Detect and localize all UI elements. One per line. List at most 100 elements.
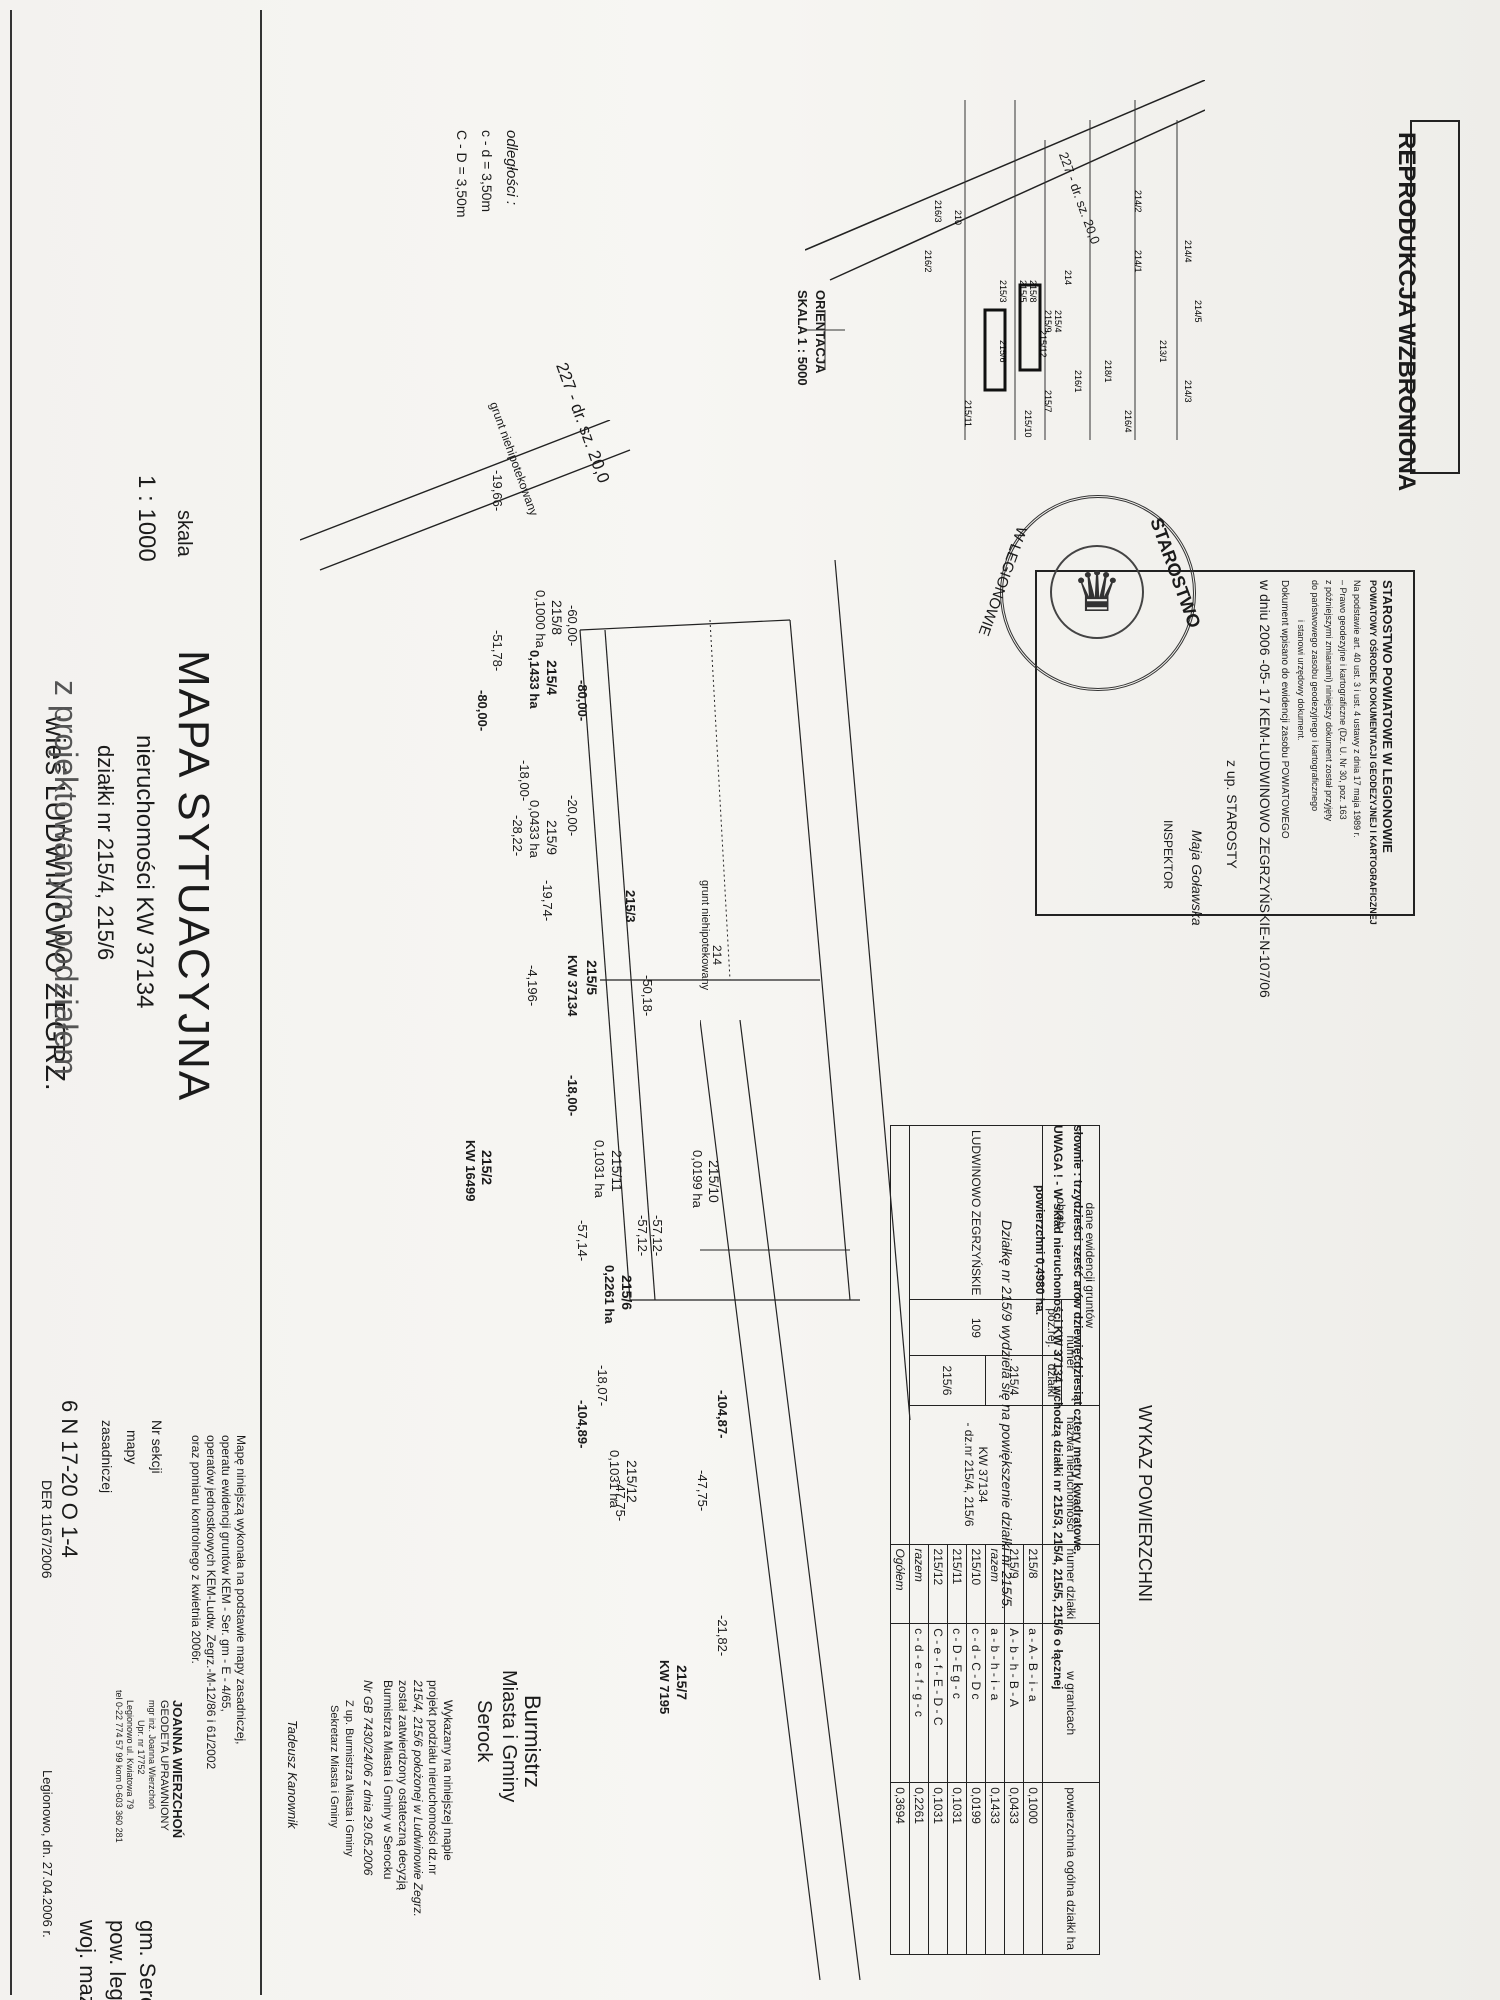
row-pow: 0,1433 [985,1782,1005,1955]
map-title: MAPA SYTUACYJNA [169,650,218,1103]
row-granice: c - d - C - D c [966,1623,986,1783]
sheet-value: 6 N 17-20 O 1-4 [57,1400,82,1558]
frame-left-border [10,10,262,1995]
row-granice [890,1623,910,1783]
row-pow: 0,1000 [1023,1782,1043,1955]
row-pow: 0,0199 [966,1782,986,1955]
inset-parcel-label: 216/3 [933,200,943,223]
burmistrz-title: Burmistrz [520,1695,545,1788]
inset-parcel-label: 214/2 [1133,190,1143,213]
inset-map: 214/2214/1213/1218/1216/1215/7215/12215/… [805,80,1205,440]
measure: -60,00- [565,605,580,647]
row-nr: 215/11 [947,1544,967,1624]
measure: -18,00- [517,760,532,802]
starostwo-line1: STAROSTWO POWIATOWE W LEGIONOWIE [1380,580,1395,853]
measure: -20,00- [565,795,580,837]
starostwo-line8: Dokument wpisano do ewidencji zasobu POW… [1279,580,1290,839]
parcel-215-4-num: 215/4 [544,660,560,696]
title-line1: nieruchomości KW 37134 [131,735,158,1009]
nazwa-cell: KW 37134 - dz.nr 215/4, 215/6 [909,1405,1043,1545]
parcel-215-11-area: 0,1031 ha [592,1140,607,1198]
inset-parcel-label: 215/3 [998,280,1008,303]
parcel-215-6-area: 0,2261 ha [602,1265,617,1324]
measure: -47,75- [695,1470,710,1512]
head-pow: powierzchnia ogólna działki ha [1042,1782,1100,1955]
grunt-label-mid: grunt niehipotekowany [699,880,711,991]
sheet-label3: zasadniczej [99,1420,115,1494]
measure: -18,00- [565,1075,580,1117]
parcel-215-6-num: 215/6 [619,1275,635,1311]
parcel-215-2-num: 215/2 [479,1150,495,1186]
row-pow: 0,3694 [890,1782,910,1955]
row-granice: C - e - f - E - D - C [928,1623,948,1783]
burmistrz-line2: Miasta i Gminy [498,1670,520,1803]
starostwo-stamp [1035,570,1415,916]
measure: -19,74- [540,880,555,922]
wykaz-table: dane ewidencji gruntów nazwa nieruchomoś… [890,1125,1100,1955]
parcel-214: 214 [710,945,724,966]
measure: -50,18- [640,975,655,1017]
approval-t9: Tadeusz Kanownik [285,1720,300,1829]
inset-parcel-label: 215/4 [1053,310,1063,333]
row-pow: 0,2261 [909,1782,929,1955]
pozrej-value: 109 [909,1299,1043,1356]
parcel-215-11-num: 215/11 [609,1150,625,1192]
starostwo-line6: do państwowego zasobu geodezyjnego i kar… [1310,580,1320,812]
scale-value: 1 : 1000 [133,475,160,562]
parcel-215-7-num: 215/7 [674,1665,690,1701]
inset-parcel-label: 210 [953,210,963,225]
row-nr: 215/12 [928,1544,948,1624]
inset-parcel-label: 214/4 [1183,240,1193,263]
uwaga-line1: UWAGA ! - W skład nieruchomości KW 37134… [1051,1125,1065,1690]
inset-parcel-label: 215/9 [1043,310,1053,333]
footer-f4: oraz pomiaru kontrolnego z kwietnia 2006… [189,1435,203,1664]
row-granice: A - b - h - B - A [1004,1623,1024,1783]
slownie-note: słownie : trzydzieści sześć arów dziewię… [1071,1125,1085,1555]
wykaz-powierzchni: WYKAZ POWIERZCHNI dane ewidencji gruntów… [890,1125,1155,1955]
inset-parcel-label: 215/5 [1018,280,1028,303]
parcel-215-10-area: 0,0199 ha [690,1150,705,1208]
title-line2: działki nr 215/4, 215/6 [93,745,118,961]
measure: -57,14- [575,1220,590,1262]
inset-parcel-label: 216/2 [923,250,933,273]
distances-title: odległości : [503,130,520,206]
row-nr: razem [909,1544,929,1624]
seal-eagle: ♛ [1050,545,1144,639]
row-pow: 0,1031 [928,1782,948,1955]
measure: -80,00- [575,680,590,722]
measure: -80,00- [475,690,490,732]
approval-t7: Z up. Burmistrza Miasta i Gminy [343,1700,355,1857]
voivodeship: woj. mazowieckie [74,1920,100,2000]
starostwo-line3: Na podstawie art. 40 ust. 3 i ust. 4 ust… [1352,580,1362,838]
scale-label: skala [173,510,195,557]
approval-t6: Nr GB 7430/24/06 z dnia 29.05.2006 [361,1680,375,1876]
measure: -57,12- [635,1215,650,1257]
parcel-215-5-num: 215/5 [584,960,600,996]
row-pow: 0,1031 [947,1782,967,1955]
header-banner [1410,120,1460,474]
inset-parcel-label: 215/10 [1023,410,1033,438]
title-line3: z projektowanym podziałem [48,680,84,1075]
inset-parcel-label: 214/3 [1183,380,1193,403]
parcel-215-5-kw: KW 37134 [565,955,580,1017]
starostwo-line5: z późniejszymi zmianami) niniejszy dokum… [1324,580,1334,822]
commune: gm. Serock [135,1920,160,2000]
frame-left-line [10,10,12,1995]
inset-parcel-label: 215/7 [1043,390,1053,413]
wykaz-title: WYKAZ POWIERZCHNI [1135,1405,1155,1602]
footer-f7: mgr inż. Joanna Wierzchoń [147,1700,157,1810]
starostwo-line12: INSPEKTOR [1161,820,1175,890]
distance-2: C - D = 3,50m [454,130,470,218]
header-banner-text: REPRODUKCJA WZBRONIONA [1393,132,1420,492]
der-number: DER 1167/2006 [39,1480,55,1579]
parcel-215-8-area: 0,1000 ha [533,590,548,648]
parcel-215-10-num: 215/10 [706,1160,722,1203]
inset-parcel-label: 216/1 [1073,370,1083,393]
uwaga-line2: powierzchni 0,4980 ha. [1033,1185,1047,1316]
dzialka-215-6: 215/6 [909,1355,986,1406]
measure: -4,196- [525,965,540,1007]
parcel-215-2-kw: KW 16499 [463,1140,478,1202]
measure: -47,75- [613,1480,628,1522]
measure: -28,22- [510,815,525,857]
